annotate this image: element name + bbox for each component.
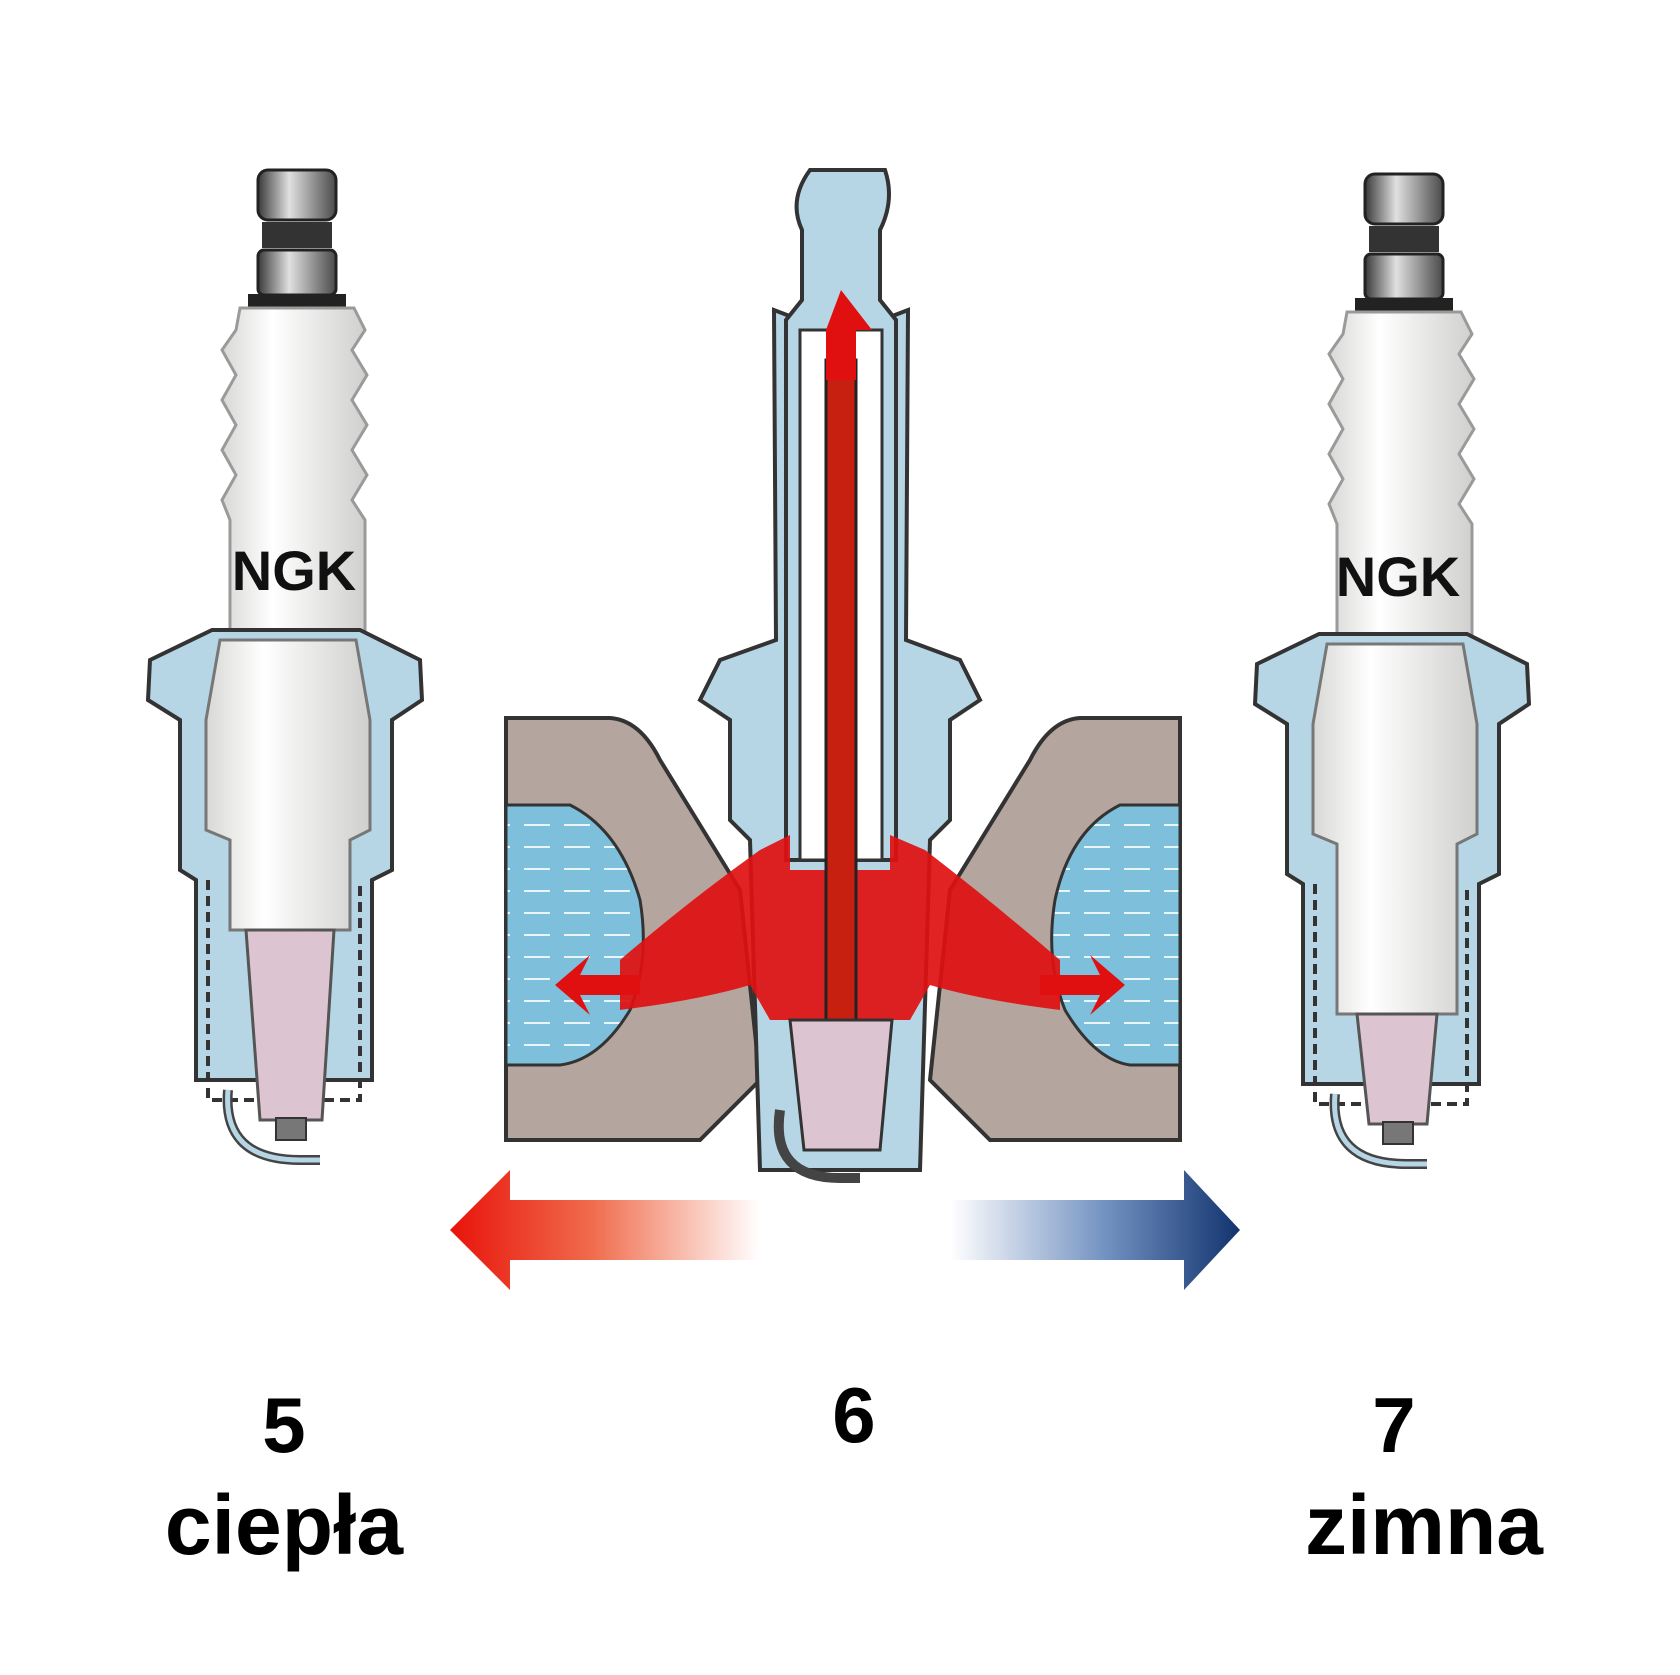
spark-plug-cross-section: [504, 168, 1182, 1183]
heat-range-number-5: 5: [262, 1381, 306, 1469]
terminal-nut: [1355, 172, 1453, 312]
heat-range-number-6: 6: [832, 1371, 876, 1459]
heat-arrow-right: [1040, 955, 1125, 1015]
heat-range-number-7: 7: [1372, 1381, 1416, 1469]
coolant-right: [1050, 803, 1182, 1067]
insulator-tip: [1355, 1012, 1439, 1126]
center-electrode: [1382, 1121, 1414, 1145]
spark-plug-cold: [1252, 172, 1532, 1169]
cold-direction-arrow: [950, 1170, 1240, 1290]
cross-section-tip: [788, 1018, 894, 1152]
insulator-tip: [244, 928, 336, 1122]
terminal-nut: [248, 168, 346, 308]
heat-up-arrow: [826, 290, 872, 380]
center-electrode: [275, 1117, 307, 1141]
brand-logo-left: NGK: [232, 539, 356, 602]
spark-plug-hot: [145, 168, 425, 1165]
insulator-body: [1311, 642, 1479, 1016]
brand-logo-right: NGK: [1336, 545, 1460, 608]
heat-arrow-left: [555, 955, 640, 1015]
hot-direction-arrow: [450, 1170, 760, 1290]
heat-range-label-hot: ciepła: [164, 1478, 404, 1572]
heat-range-label-cold: zimna: [1304, 1478, 1544, 1572]
insulator-body: [204, 638, 372, 932]
